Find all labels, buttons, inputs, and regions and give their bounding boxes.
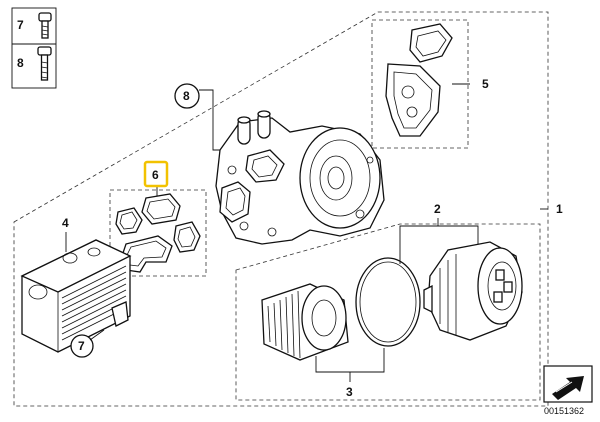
bolt-icon — [37, 46, 52, 81]
leader-7 — [89, 329, 105, 341]
callout-2[interactable]: 2 — [434, 202, 441, 216]
filter-cap — [423, 241, 523, 341]
oil-cooler — [20, 239, 132, 353]
oil-filter-housing — [215, 110, 385, 245]
callout-5[interactable]: 5 — [482, 77, 489, 91]
callout-3[interactable]: 3 — [346, 385, 353, 399]
callout-7-circle[interactable]: 7 — [78, 339, 85, 353]
callout-8-top[interactable]: 8 — [17, 56, 24, 70]
bolt-legend: 7 8 — [11, 7, 57, 89]
reference-number: 00151362 — [544, 406, 584, 416]
callout-7-top[interactable]: 7 — [17, 18, 24, 32]
callout-6-highlight[interactable] — [143, 160, 169, 188]
filter-subassembly-outline — [235, 223, 541, 401]
gasket-set-6 — [109, 186, 207, 277]
leader-2-bracket — [399, 225, 479, 264]
bolt-icon — [38, 12, 52, 39]
callout-6[interactable]: 6 — [152, 168, 159, 182]
gasket-set-5 — [371, 19, 470, 149]
leader-3-bracket — [315, 348, 385, 373]
callout-7-circle-ring — [70, 334, 94, 358]
arrow-direction-icon — [543, 365, 593, 403]
callout-8-circle-ring — [174, 83, 200, 109]
callout-8-circle[interactable]: 8 — [183, 89, 190, 103]
callout-1[interactable]: 1 — [556, 202, 563, 216]
filter-o-ring — [355, 257, 421, 347]
callout-4[interactable]: 4 — [62, 216, 69, 230]
leader-8 — [199, 89, 222, 151]
filter-element — [261, 283, 349, 361]
